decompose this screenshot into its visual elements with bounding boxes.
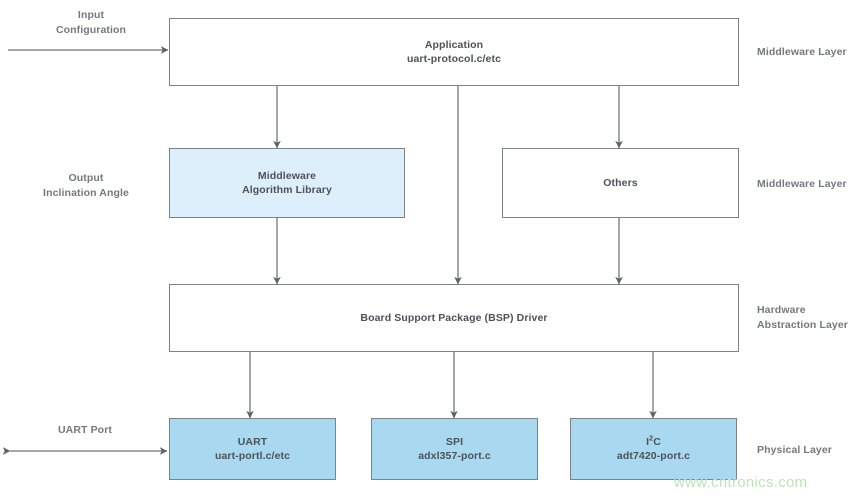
label-uart-port-line1: UART Port: [58, 424, 112, 436]
box-i2c-line1: I2C: [646, 434, 661, 448]
box-others[interactable]: Others: [502, 148, 739, 218]
label-output-line1: Output: [68, 172, 104, 184]
label-hal-line2: Abstraction Layer: [757, 318, 848, 331]
box-others-line1: Others: [603, 176, 638, 189]
label-middleware-layer-top: Middleware Layer: [757, 45, 847, 60]
box-application-line1: Application: [424, 38, 484, 51]
box-uart-line1: UART: [237, 435, 268, 448]
label-middleware-layer-mid-line1: Middleware Layer: [757, 178, 847, 190]
box-middleware-line1: Middleware: [257, 169, 317, 182]
label-input-configuration: Input Configuration: [36, 8, 146, 38]
box-bsp-driver-line1: Board Support Package (BSP) Driver: [360, 311, 548, 324]
label-hal-line1: Hardware: [757, 304, 806, 316]
label-input-configuration-line1: Input: [77, 9, 105, 21]
label-physical-layer: Physical Layer: [757, 443, 832, 458]
watermark: www.cntronics.com: [674, 474, 808, 491]
box-i2c-line2: adt7420-port.c: [616, 450, 691, 462]
box-middleware-line2: Algorithm Library: [242, 184, 332, 196]
label-hardware-abstraction-layer: Hardware Abstraction Layer: [757, 303, 848, 333]
label-output-line2: Inclination Angle: [43, 186, 129, 199]
label-middleware-layer-mid: Middleware Layer: [757, 177, 847, 192]
box-application-line2: uart-protocol.c/etc: [406, 53, 502, 65]
box-spi-line1: SPI: [445, 435, 464, 448]
box-i2c[interactable]: I2C adt7420-port.c: [570, 418, 737, 480]
box-uart-line2: uart-portl.c/etc: [214, 450, 291, 462]
box-application[interactable]: Application uart-protocol.c/etc: [169, 18, 739, 86]
label-middleware-layer-top-line1: Middleware Layer: [757, 46, 847, 58]
label-input-configuration-line2: Configuration: [55, 23, 127, 36]
box-spi[interactable]: SPI adxl357-port.c: [371, 418, 538, 480]
box-spi-line2: adxl357-port.c: [418, 450, 491, 462]
label-output-inclination-angle: Output Inclination Angle: [21, 171, 151, 201]
box-bsp-driver[interactable]: Board Support Package (BSP) Driver: [169, 284, 739, 352]
label-physical-layer-line1: Physical Layer: [757, 444, 832, 456]
label-uart-port: UART Port: [30, 423, 140, 438]
box-uart[interactable]: UART uart-portl.c/etc: [169, 418, 336, 480]
box-middleware-algorithm-library[interactable]: Middleware Algorithm Library: [169, 148, 405, 218]
